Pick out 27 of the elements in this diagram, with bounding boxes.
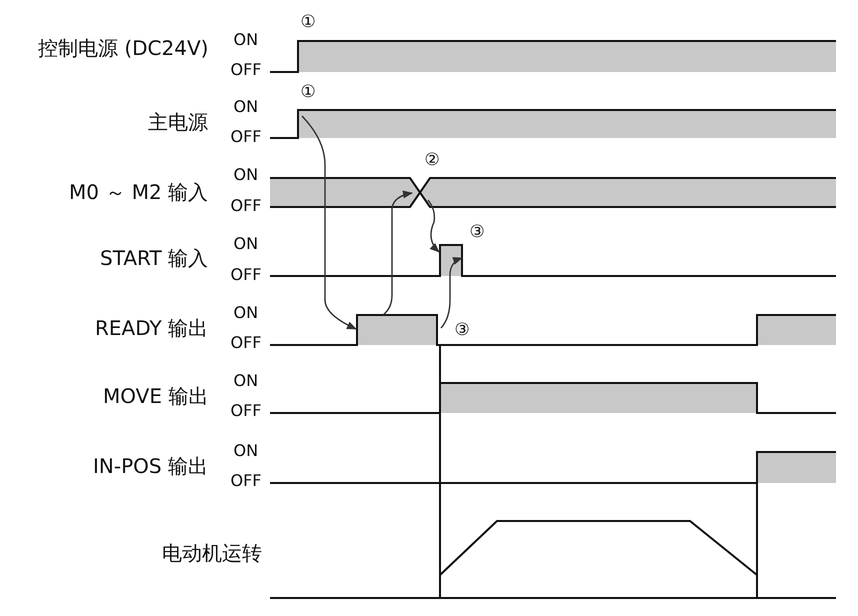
signal-name: START 输入 [100,248,208,268]
signal-name: 主电源 [148,112,208,132]
step-number: ③ [470,224,485,240]
signal-name: 电动机运转 [162,543,262,563]
state-label: OFF [230,62,262,78]
signal-name: 控制电源 (DC24V) [38,38,208,58]
step-number: ③ [454,322,470,338]
state-label: OFF [230,335,262,351]
state-label: OFF [230,403,262,419]
step-number: ① [300,84,316,100]
step-number: ① [300,14,316,30]
signal-name: MOVE 输出 [103,386,208,406]
state-label: ON [234,373,258,389]
state-label: ON [234,32,258,48]
state-label: ON [234,167,258,183]
state-label: OFF [230,267,262,283]
state-label: ON [234,305,258,321]
state-label: ON [234,99,258,115]
state-label: ON [234,443,258,459]
state-label: OFF [230,473,262,489]
signal-name: IN-POS 输出 [93,456,208,476]
state-label: OFF [230,129,262,145]
signal-name: M0 ～ M2 输入 [69,182,208,202]
state-label: OFF [230,198,262,214]
state-label: ON [234,236,258,252]
step-number: ② [424,152,440,168]
signal-name: READY 输出 [95,318,208,338]
